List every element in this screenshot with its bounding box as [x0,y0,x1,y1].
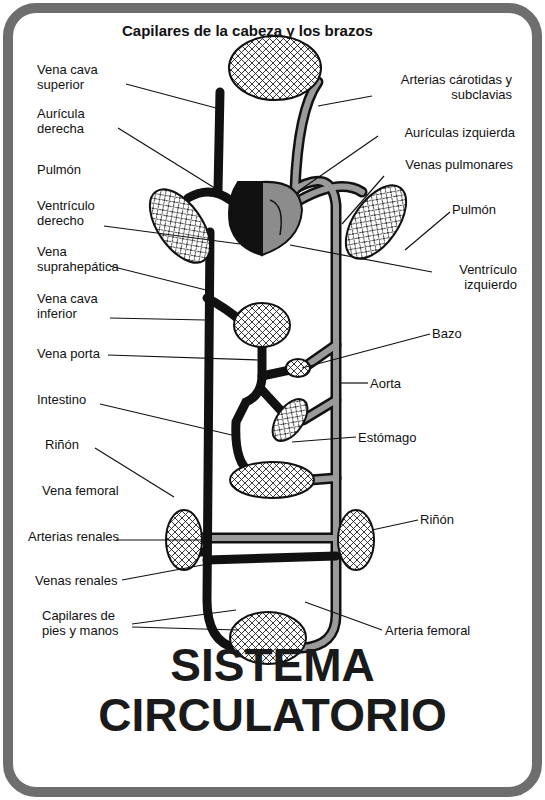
left-lung [138,179,222,273]
part-label: Arterias renales [28,529,119,544]
part-label: Capilares de la cabeza y los brazos [122,22,442,40]
part-label: Vena cava superior [37,62,127,92]
part-label: Venas pulmonares [378,157,513,172]
part-label: Arteria femoral [385,623,470,638]
intestine [230,462,314,498]
liver [234,303,290,347]
part-label: Pulmón [37,162,81,177]
part-label: Venas renales [35,573,117,588]
spleen [286,359,310,377]
part-label: Bazo [432,326,462,341]
head-capillaries [229,36,321,100]
right-kidney [338,510,374,570]
part-label: Intestino [37,392,86,407]
part-label: Estómago [358,430,417,445]
frame [8,8,537,792]
arteries [200,82,362,648]
part-label: Vena cava inferior [37,291,127,321]
right-lung [334,175,418,269]
leader-lines [95,84,450,630]
stomach [266,393,315,447]
part-label: Pulmón [452,202,496,217]
part-label: Vena femoral [42,483,119,498]
part-label: Capilares de pies y manos [42,608,142,638]
diagram-title: SISTEMA CIRCULATORIO [45,640,500,740]
part-label: Aorta [370,376,401,391]
part-label: Riñón [45,437,79,452]
part-label: Aurículas izquierda [370,125,515,140]
part-label: Ventrículo izquierdo [432,262,517,292]
veins [188,92,336,648]
part-label: Aurícula derecha [37,106,117,136]
part-label: Vena porta [37,346,100,361]
part-label: Ventrículo derecho [37,198,127,228]
part-label: Riñón [420,512,454,527]
part-label: Vena suprahepática [37,244,137,274]
part-label: Arterias cárotidas y subclavias [362,72,512,102]
